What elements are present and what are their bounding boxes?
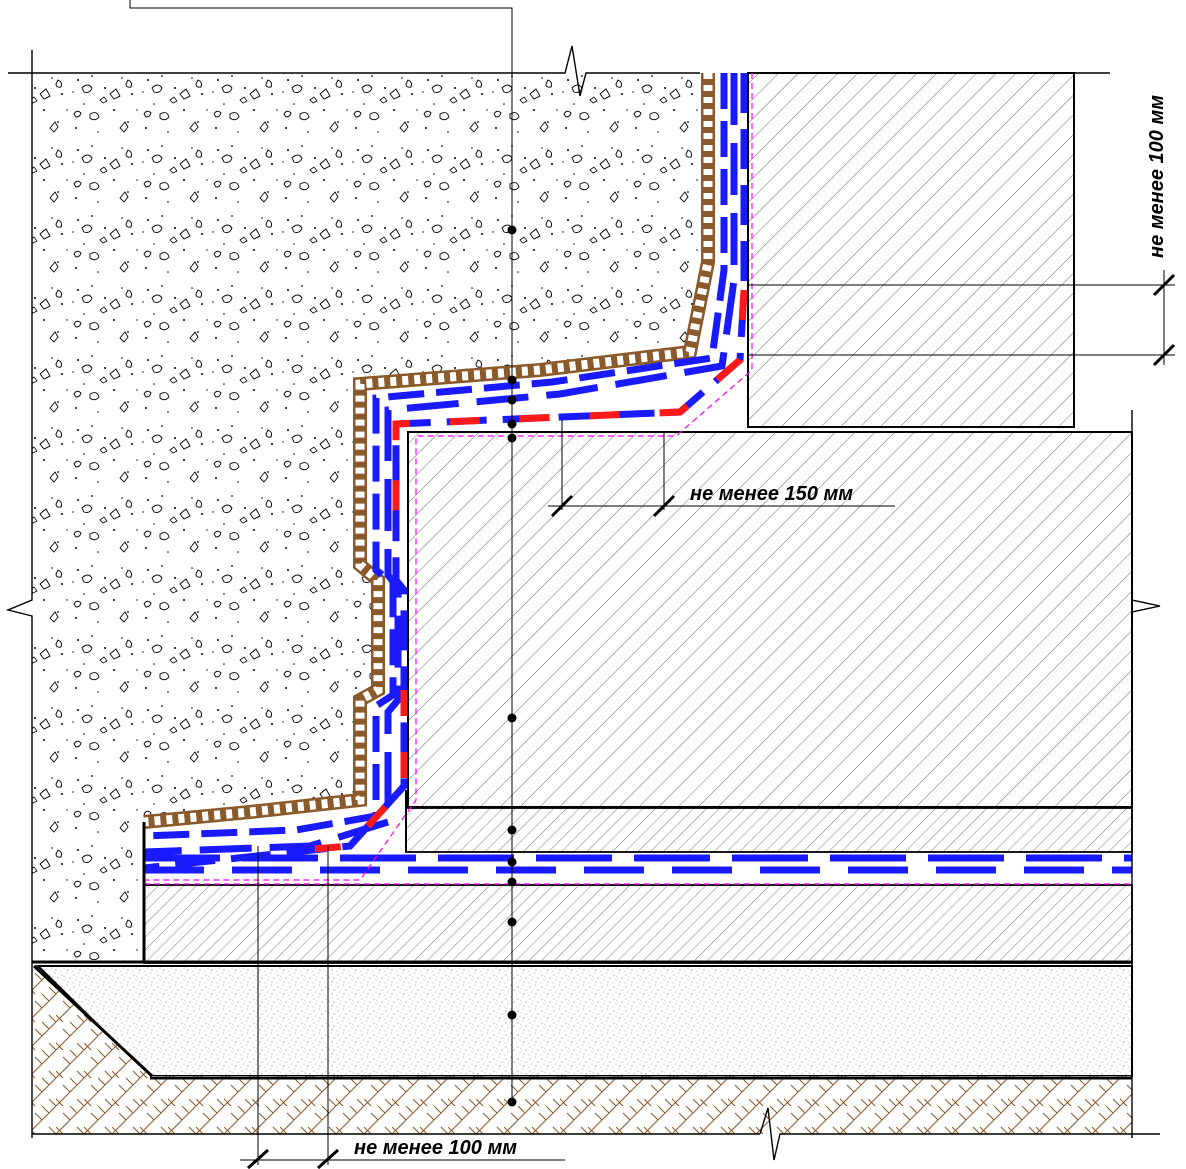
reinforcement-layer-lower: [299, 690, 408, 854]
tick-icon: [550, 494, 574, 518]
tick-icon: [246, 1148, 270, 1169]
dimension-horizontal-top: [548, 420, 895, 518]
concrete-preparation: [143, 884, 1133, 964]
tick-icon: [1152, 273, 1176, 297]
dimension-horizontal-bottom: [240, 846, 565, 1169]
dimension-vertical-label: не менее 100 мм: [1146, 95, 1168, 258]
tick-icon: [652, 494, 676, 518]
protective-screed: [405, 807, 1133, 853]
reinforcement-layer: [392, 289, 748, 540]
tick-icon: [1152, 343, 1176, 367]
dot-icon: [507, 225, 517, 1107]
dimension-horizontal-bottom-label: не менее 100 мм: [354, 1137, 517, 1159]
break-line-icon: [5, 45, 1161, 1161]
soil-slope-line: [32, 964, 154, 1078]
callout-leader: [129, 0, 513, 1105]
dimension-vertical: [748, 270, 1176, 367]
waterproof-membrane-outer: [143, 73, 728, 840]
protective-layer-texture: [143, 73, 713, 827]
tick-icon: [316, 1148, 340, 1169]
natural-soil: [32, 966, 1132, 1134]
upper-wall: [747, 72, 1075, 428]
sand-bed: [35, 965, 1133, 1077]
dimension-horizontal-top-label: не менее 150 мм: [690, 483, 853, 505]
foundation-slab: [407, 431, 1133, 808]
backfill-gravel: [32, 73, 708, 960]
